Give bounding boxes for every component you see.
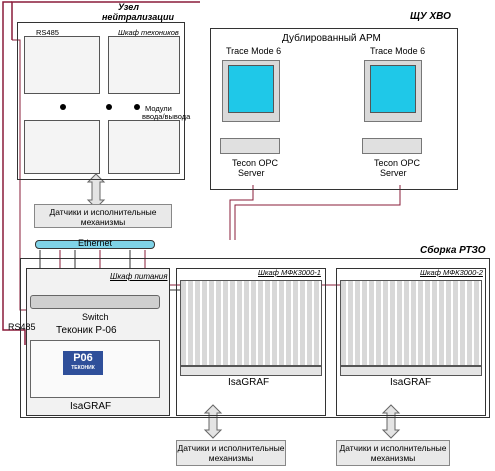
neutralization-node — [17, 22, 185, 180]
station-1-server-line1: Tecon OPC — [232, 158, 279, 168]
ethernet-switch — [30, 295, 160, 309]
ethernet-line-b — [234, 185, 401, 240]
mfk3000-rack-1b — [180, 366, 322, 376]
neutralization-title-line2: нейтрализации — [102, 12, 175, 22]
monitor-2-screen — [370, 65, 416, 113]
control-room-title: ЩУ ХВО — [410, 11, 451, 22]
rtzo-assembly-title: Сборка РТЗО — [420, 245, 486, 256]
bus-dot — [60, 104, 66, 110]
rs485-top-label: RS485 — [36, 28, 59, 37]
station-1-server-line2: Server — [238, 168, 265, 178]
mfk3000-cabinet-1-label: Шкаф МФК3000-1 — [258, 268, 321, 277]
sensors-note-neutralization: Датчики и исполнительные механизмы — [34, 204, 172, 228]
io-module-panel-2 — [108, 36, 180, 94]
ethernet-bus — [35, 240, 155, 249]
io-module-panel-3 — [24, 120, 100, 174]
switch-label: Switch — [82, 312, 109, 322]
mfk3000-rack-2 — [340, 280, 482, 366]
server-1 — [220, 138, 280, 154]
rs485-left-label: RS485 — [8, 322, 36, 332]
ethernet-line-a — [229, 185, 254, 240]
server-2 — [362, 138, 422, 154]
power-cabinet-isagraf: IsaGRAF — [70, 401, 112, 412]
controller-brand-plate: Р06 ТЕКОНИК — [63, 351, 103, 375]
mfk3000-cabinet-1-isagraf: IsaGRAF — [228, 377, 270, 388]
mfk3000-rack-1 — [180, 280, 322, 366]
power-cabinet-label: Шкаф питания — [110, 272, 168, 281]
station-2-server-line2: Server — [380, 168, 407, 178]
station-1-software: Trace Mode 6 — [226, 46, 282, 56]
io-module-panel-1 — [24, 36, 100, 94]
station-2-server-line1: Tecon OPC — [374, 158, 421, 168]
rtzo-assembly — [20, 258, 490, 418]
dual-arm-title: Дублированный АРМ — [282, 33, 381, 44]
rs485-wire-left — [2, 1, 26, 345]
arrow-cabinet-1 — [203, 404, 223, 439]
mfk3000-cabinet-1 — [176, 268, 326, 416]
io-modules-label-line2: ввода/вывода — [142, 112, 191, 121]
bus-dot — [106, 104, 112, 110]
technik-cabinet-label: Шкаф техоников — [118, 28, 179, 37]
ethernet-label: Ethernet — [78, 238, 113, 248]
io-module-panel-4 — [108, 120, 180, 174]
monitor-1 — [222, 60, 280, 122]
monitor-2 — [364, 60, 422, 122]
mfk3000-cabinet-2 — [336, 268, 486, 416]
control-room — [210, 28, 458, 190]
sensors-note-cabinet-2: Датчики и исполнительные механизмы — [336, 440, 450, 466]
arrow-cabinet-2 — [381, 404, 401, 439]
monitor-1-screen — [228, 65, 274, 113]
neutralization-title-line1: Узел — [118, 2, 139, 12]
rs485-wire-mid — [12, 39, 30, 311]
io-modules-label-line1: Модули — [145, 104, 172, 113]
tekonik-p06-controller: Р06 ТЕКОНИК — [30, 340, 160, 398]
bus-dot — [134, 104, 140, 110]
station-2-software: Trace Mode 6 — [370, 46, 426, 56]
controller-label: Теконик Р-06 — [56, 325, 117, 336]
mfk3000-cabinet-2-label: Шкаф МФК3000-2 — [420, 268, 483, 277]
sensors-note-cabinet-1: Датчики и исполнительные механизмы — [176, 440, 286, 466]
mfk3000-rack-2b — [340, 366, 482, 376]
mfk3000-cabinet-2-isagraf: IsaGRAF — [390, 377, 432, 388]
